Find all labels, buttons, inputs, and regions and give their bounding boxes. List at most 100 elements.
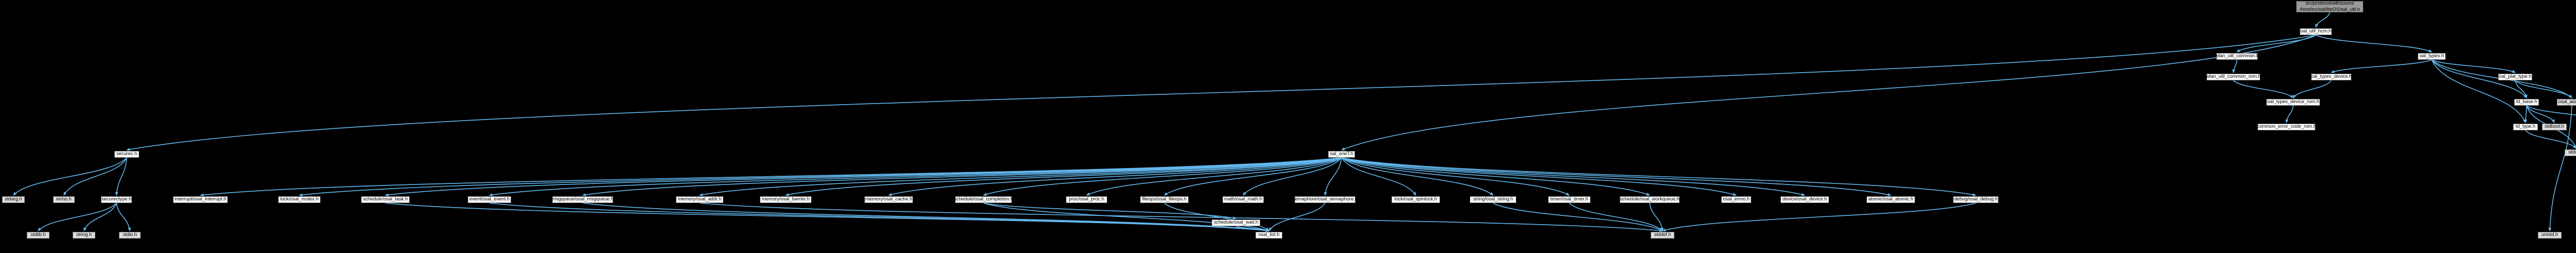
graph-node-osal_mutex[interactable]: lock/osal_mutex.h [278, 196, 320, 203]
graph-node-stdarg[interactable]: stdarg.h [2, 196, 25, 203]
graph-node-osal_string[interactable]: string/osal_string.h [1470, 196, 1516, 203]
edge-td_base-to-stdbool [2526, 105, 2555, 123]
edge-oal_oneT-to-osal_semaphore [1324, 157, 1342, 196]
graph-node-osal_barrier[interactable]: memory/osal_barrier.h [760, 196, 811, 203]
edge-oal_oneT-to-osal_fileops [1164, 157, 1342, 196]
graph-node-osal_completion[interactable]: schedule/osal_completion.h [954, 196, 1013, 203]
graph-node-stdbool[interactable]: stdbool.h [2542, 124, 2567, 130]
graph-node-osal_event[interactable]: event/osal_event.h [468, 196, 511, 203]
edge-oal_oneT-to-osal_atomic [1341, 157, 1891, 196]
graph-node-osal_math[interactable]: math/osal_math.h [1223, 196, 1264, 203]
edge-securectype-to-stdlib [38, 203, 117, 231]
graph-node-stdlib[interactable]: stdlib.h [27, 232, 49, 239]
graph-node-osal_proc[interactable]: proc/osal_proc.h [1066, 196, 1107, 203]
graph-node-osal_timer[interactable]: timer/osal_timer.h [1548, 196, 1590, 203]
edge-oal_types-to-oal_types_device [2331, 59, 2432, 73]
graph-node-osal_spinlock[interactable]: lock/osal_spinlock.h [1392, 196, 1440, 203]
graph-node-stddef[interactable]: stddef.h [1651, 232, 1674, 239]
edge-osal_addr-to-stddef [699, 203, 1663, 232]
graph-node-oal_types_device_rom[interactable]: oal_types_device_rom.h [2266, 99, 2320, 106]
edge-oal_oneT-to-osal_barrier [785, 157, 1342, 196]
edge-securectype-to-string [83, 203, 117, 231]
graph-node-osal_msgqueue[interactable]: msgqueue/osal_msgqueue.h [552, 196, 614, 203]
edge-osal_fileops-to-osal_list [1164, 203, 1269, 231]
graph-node-osal_semaphore[interactable]: semaphore/osal_semaphore.h [1293, 196, 1358, 203]
graph-node-td_base[interactable]: td_base.h [2514, 99, 2539, 106]
edge-td_base-to-td_type [2524, 105, 2528, 123]
edge-oal_types-to-td_type [2431, 59, 2526, 123]
graph-node-securec[interactable]: securec.h [114, 151, 139, 158]
edge-root-to-oal_util_hcm [2315, 12, 2330, 28]
edge-oal_oneT-to-osal_cache [888, 157, 1342, 196]
edge-td_base-to-soc_errno [2526, 105, 2576, 116]
edge-osal_completion-to-osal_wait [983, 203, 1236, 220]
graph-node-common_error_code_rom[interactable]: common_error_code_rom.h [2257, 124, 2316, 130]
edge-oal_oneT-to-osal_spinlock [1341, 157, 1416, 196]
edge-oal_oneT-to-osal_interrupt [200, 157, 1342, 197]
edge-oal_plat_type-to-osal_adapt [2515, 80, 2572, 98]
graph-node-root: src/protocol/wifi/source /host/inc/oal/l… [2296, 1, 2363, 12]
edge-oal_oneT-to-osal_completion [983, 157, 1342, 196]
graph-node-osal_wait[interactable]: schedule/osal_wait.h [1212, 220, 1260, 226]
graph-node-errno[interactable]: errno.h [53, 196, 75, 203]
edge-oal_util_hcm-to-oal_types [2315, 35, 2432, 53]
edge-oal_types_device-to-oal_types_device_rom [2293, 80, 2332, 98]
edge-securectype-to-stdio [116, 203, 131, 231]
edge-securec-to-errno [63, 157, 127, 196]
edge-wlan_util_common-to-wlan_util_common_rom [2232, 59, 2238, 73]
graph-node-oal_plat_type[interactable]: oal_plat_type.h [2498, 74, 2532, 80]
edge-oal_oneT-to-osal_timer [1341, 157, 1570, 196]
graph-node-oal_types_device[interactable]: oal_types_device.h [2311, 74, 2352, 80]
edge-oal_util_hcm-to-oal_oneT [1341, 35, 2316, 150]
edge-oal_types-to-oal_plat_type [2431, 59, 2516, 73]
edge-osal_task-to-osal_list [385, 203, 1269, 232]
graph-node-osal_addr[interactable]: memory/osal_addr.h [676, 196, 723, 203]
graph-node-wlan_util_common_rom[interactable]: wlan_util_common_rom.h [2206, 74, 2261, 80]
edge-td_type-to-stdint [2525, 130, 2576, 149]
graph-node-wlan_util_common[interactable]: wlan_util_common.h [2215, 53, 2259, 60]
edge-osal_workqueue-to-stddef [1649, 203, 1664, 231]
edge-oal_util_hcm-to-wlan_util_common [2236, 35, 2316, 53]
edge-wlan_util_common_rom-to-oal_types_device_rom [2233, 80, 2294, 98]
graph-node-oal_oneT[interactable]: oal_oneT.h [1328, 151, 1355, 158]
edge-oal_types_device_rom-to-common_error_code_rom [2285, 105, 2294, 123]
graph-node-stdint[interactable]: stdint.h [2565, 149, 2576, 156]
graph-node-osal_device[interactable]: device/osal_device.h [1781, 196, 1829, 203]
edge-securec-to-securectype [115, 157, 127, 196]
graph-node-osal_list[interactable]: osal_list.h [1256, 232, 1282, 239]
edge-oal_util_hcm-to-securec [126, 35, 2316, 151]
edge-oal_oneT-to-osal_event [489, 157, 1342, 197]
graph-node-oal_types[interactable]: oal_types.h [2418, 53, 2446, 60]
graph-node-osal_task[interactable]: schedule/osal_task.h [361, 196, 410, 203]
graph-node-securectype[interactable]: securectype.h [101, 196, 132, 203]
graph-node-osal_interrupt[interactable]: interrupt/osal_interrupt.h [173, 196, 228, 203]
edge-oal_oneT-to-osal_addr [699, 157, 1342, 196]
graph-node-osal_debug[interactable]: debug/osal_debug.h [1953, 196, 1998, 203]
graph-node-stdio[interactable]: stdio.h [119, 232, 141, 239]
graph-node-oal_util_hcm[interactable]: oal_util_hcm.h [2300, 28, 2332, 35]
edge-osal_wait-to-osal_list [1235, 226, 1269, 231]
graph-node-osal_errno[interactable]: osal_errno.h [1721, 196, 1751, 203]
edge-osal_string-to-stddef [1493, 203, 1663, 231]
edge-osal_semaphore-to-osal_list [1268, 203, 1326, 231]
edge-oal_oneT-to-osal_workqueue [1341, 157, 1650, 196]
graph-node-osal_adapt[interactable]: osal_adapt.h [2557, 99, 2576, 106]
edge-oal_oneT-to-osal_string [1341, 157, 1494, 196]
edge-oal_oneT-to-osal_math [1243, 157, 1342, 196]
edge-osal_timer-to-stddef [1569, 203, 1663, 231]
graph-node-string[interactable]: string.h [73, 232, 95, 239]
graph-node-osal_workqueue[interactable]: schedule/osal_workqueue.h [1620, 196, 1680, 203]
edge-oal_oneT-to-osal_device [1341, 157, 1805, 196]
edge-osal_debug-to-stddef [1662, 203, 1976, 232]
edge-oal_oneT-to-osal_task [385, 157, 1342, 197]
edge-osal_msgqueue-to-osal_list [582, 203, 1269, 232]
graph-node-osal_cache[interactable]: memory/osal_cache.h [865, 196, 913, 203]
graph-node-osal_atomic[interactable]: atomic/osal_atomic.h [1867, 196, 1915, 203]
graph-node-osal_fileops[interactable]: fileops/osal_fileops.h [1140, 196, 1189, 203]
edge-oal_plat_type-to-td_base [2515, 80, 2528, 98]
edge-securec-to-stdarg [13, 157, 127, 196]
edge-oal_oneT-to-osal_proc [1086, 157, 1342, 196]
graph-node-unistd[interactable]: unistd.h [2538, 232, 2562, 239]
graph-node-td_type[interactable]: td_type.h [2513, 124, 2538, 130]
